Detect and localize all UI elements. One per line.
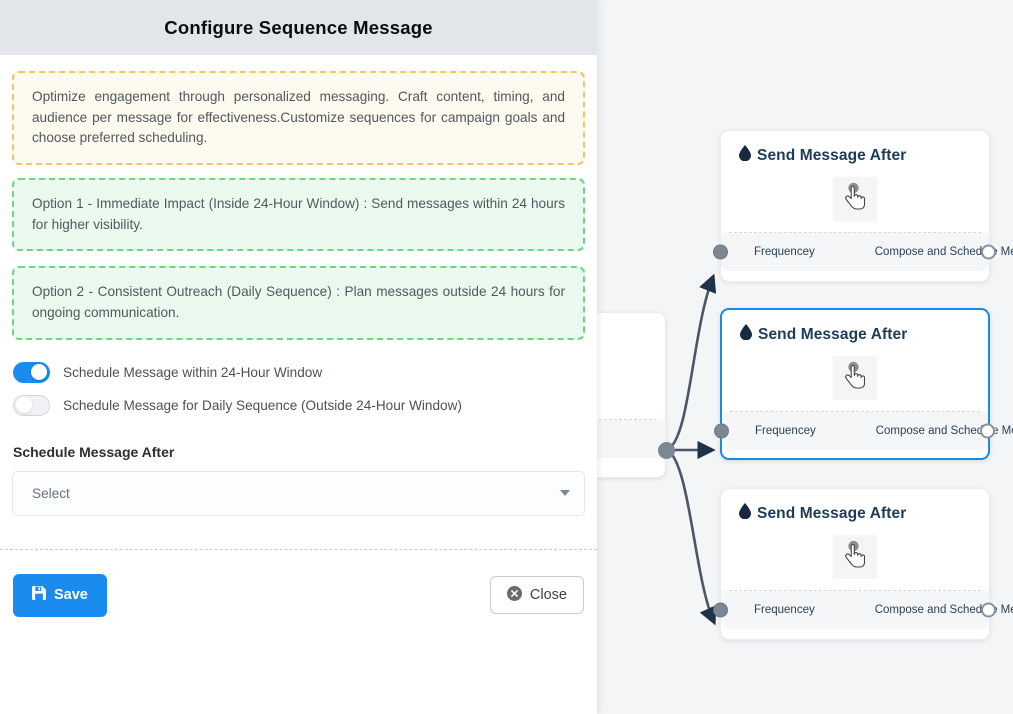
dialog-footer: Save Close: [0, 550, 597, 640]
schedule-after-value: Select: [32, 485, 70, 501]
option-1-notice: Option 1 - Immediate Impact (Inside 24-H…: [12, 177, 585, 252]
toggle-daily-sequence-label: Schedule Message for Daily Sequence (Out…: [63, 397, 462, 413]
edge-source-to-node-1: [666, 273, 717, 452]
node-footer-right-label: Compose and Schedule Message: [875, 425, 1013, 437]
toggle-daily-sequence[interactable]: [13, 394, 50, 416]
node-footer-left-label: Frequencey: [754, 246, 815, 258]
node-source-handle[interactable]: [980, 423, 995, 439]
water-drop-icon: [739, 145, 751, 166]
configure-sequence-dialog: Configure Sequence Message Optimize enga…: [0, 0, 597, 714]
pointing-hand-cursor-icon: [833, 535, 877, 579]
node-divider: [729, 232, 981, 233]
source-handle-dot[interactable]: [658, 442, 675, 459]
toggle-knob: [16, 397, 32, 414]
node-title: Send Message After: [757, 504, 907, 522]
node-title: Send Message After: [758, 325, 908, 343]
water-drop-icon: [739, 503, 751, 524]
toggle-knob: [31, 364, 47, 381]
node-target-handle[interactable]: [713, 602, 728, 618]
dialog-header: Configure Sequence Message: [0, 0, 597, 55]
node-header: Send Message After: [721, 489, 989, 524]
node-body: [721, 524, 989, 590]
node-footer-right-label: Compose and Schedule Message: [874, 246, 1013, 258]
schedule-after-select[interactable]: Select: [12, 470, 585, 516]
flow-node-1[interactable]: Send Message After Frequencey Compose an…: [713, 130, 1013, 282]
node-footer-left-label: Frequencey: [755, 425, 816, 437]
node-source-handle[interactable]: [981, 602, 996, 618]
node-header: Send Message After: [721, 131, 989, 166]
water-drop-icon: [740, 324, 752, 345]
toggle-row-daily-sequence[interactable]: Schedule Message for Daily Sequence (Out…: [12, 394, 585, 416]
close-circle-icon: [506, 585, 522, 605]
close-button-label: Close: [529, 587, 567, 603]
save-button-label: Save: [54, 587, 88, 603]
flow-node-3[interactable]: Send Message After Frequencey Compose an…: [713, 488, 1013, 640]
node-target-handle[interactable]: [713, 244, 728, 260]
node-footer-right-label: Compose and Schedule Message: [874, 604, 1013, 616]
footer-divider: [0, 549, 597, 550]
info-notice: Optimize engagement through personalized…: [12, 71, 585, 165]
option-2-notice: Option 2 - Consistent Outreach (Daily Se…: [12, 266, 585, 340]
dialog-body: Optimize engagement through personalized…: [0, 71, 597, 516]
toggle-row-within-24h[interactable]: Schedule Message within 24-Hour Window: [12, 361, 585, 383]
save-disk-icon: [32, 586, 46, 604]
node-footer: Frequencey Compose and Schedule Message: [714, 412, 1013, 450]
node-divider: [730, 411, 980, 412]
node-footer-left-label: Frequencey: [754, 604, 815, 616]
node-footer: Frequencey Compose and Schedule Message: [713, 233, 1013, 271]
toggle-within-24h-label: Schedule Message within 24-Hour Window: [63, 364, 323, 380]
page-title: Configure Sequence Message: [164, 16, 433, 38]
node-body: [722, 345, 988, 411]
node-body: [721, 166, 989, 232]
flow-node-2[interactable]: Send Message After Frequencey Compose an…: [714, 308, 1013, 460]
toggle-within-24h[interactable]: [13, 361, 50, 383]
node-source-handle[interactable]: [981, 244, 996, 260]
pointing-hand-cursor-icon: [833, 177, 877, 221]
schedule-after-label: Schedule Message After: [13, 443, 175, 460]
save-button[interactable]: Save: [13, 573, 107, 617]
node-target-handle[interactable]: [714, 423, 729, 439]
node-footer: Frequencey Compose and Schedule Message: [713, 591, 1013, 629]
node-title: Send Message After: [757, 146, 907, 164]
node-divider: [729, 590, 981, 591]
node-header: Send Message After: [722, 310, 988, 345]
pointing-hand-cursor-icon: [833, 356, 877, 400]
close-button[interactable]: Close: [489, 576, 584, 614]
chevron-down-icon: [560, 490, 570, 497]
edge-source-to-node-3: [666, 448, 717, 626]
